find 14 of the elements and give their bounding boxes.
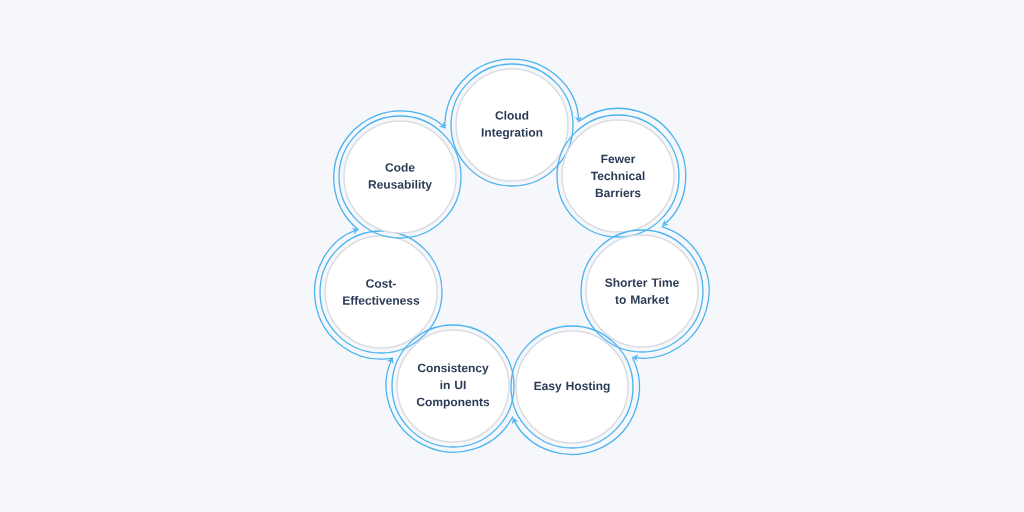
arrow (578, 107, 687, 227)
arrow (385, 357, 514, 453)
arrow (333, 110, 446, 231)
circle-node: Cloud Integration (450, 63, 574, 187)
circle-node: Code Reusability (338, 115, 462, 239)
circle-node: Consistency in UI Components (391, 324, 515, 448)
arrow (632, 226, 710, 362)
arrow (314, 227, 394, 360)
circle-node: Fewer Technical Barriers (556, 114, 680, 238)
circle-node: Cost-Effectiveness (319, 230, 443, 354)
arrow (444, 58, 583, 130)
arrow (512, 356, 640, 455)
circle-node: Easy Hosting (510, 325, 634, 449)
circle-node: Shorter Time to Market (580, 229, 704, 353)
